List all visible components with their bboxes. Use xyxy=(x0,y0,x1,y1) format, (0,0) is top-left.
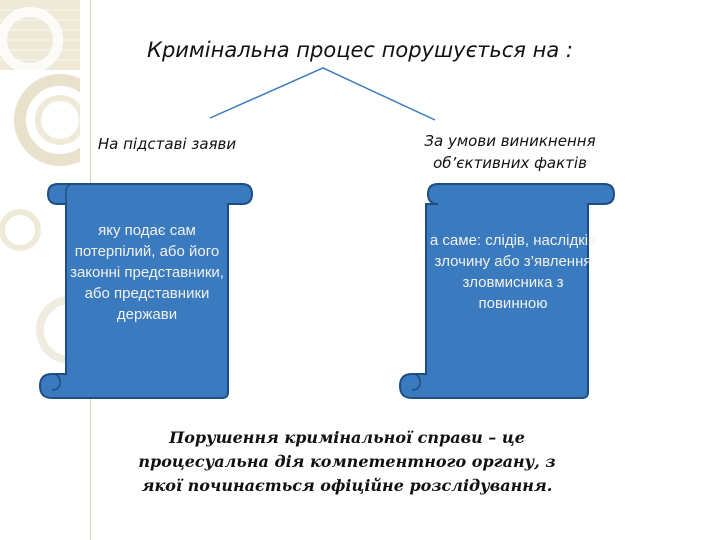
left-branch-label: На підставі заяви xyxy=(97,135,237,153)
right-scroll-text: а саме: слідів, наслідків злочину або з’… xyxy=(429,232,597,312)
footer-line1: Порушення кримінальної справи – це xyxy=(169,428,525,447)
scroll-shape xyxy=(398,183,616,399)
right-scroll: а саме: слідів, наслідків злочину або з’… xyxy=(398,180,620,402)
left-scroll: яку подає сам потерпілий, або його закон… xyxy=(38,180,256,402)
right-branch-label: За умови виникнення об’єктивних фактів xyxy=(380,130,640,174)
right-branch-label-line1: За умови виникнення xyxy=(424,132,596,150)
left-scroll-text: яку подає сам потерпілий, або його закон… xyxy=(70,222,224,323)
footer-line2: процесуальна дія компетентного органу, з xyxy=(138,452,556,471)
footer-definition: Порушення кримінальної справи – це проце… xyxy=(92,426,602,498)
scroll-shape xyxy=(38,183,254,399)
slide-title: Кримінальна процес порушується на : xyxy=(147,38,573,62)
footer-line3: якої починається офіційне розслідування. xyxy=(141,476,553,495)
right-branch-label-line2: об’єктивних фактів xyxy=(433,154,587,172)
